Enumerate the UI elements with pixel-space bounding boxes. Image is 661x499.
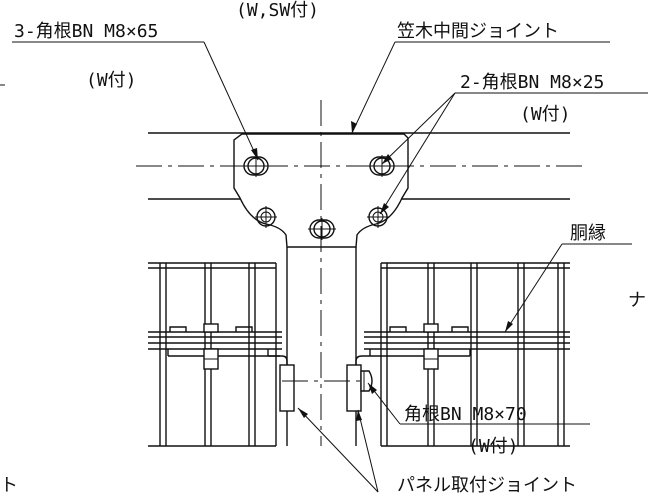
vertical-post	[286, 247, 357, 446]
label-bolt-3: 3-角根BN M8×65	[14, 21, 158, 42]
label-bolt-1: 角根BN M8×70	[404, 404, 527, 425]
bolt-hole-lower-left	[255, 206, 277, 228]
label-bolt-3-washer: (W付)	[86, 70, 137, 91]
bolt-hole-top-right	[369, 155, 395, 177]
label-panel-joint: パネル取付ジョイント	[397, 475, 577, 496]
label-bolt-2-washer: (W付)	[520, 104, 571, 125]
leader-lines	[0, 41, 648, 493]
right-mesh-panel	[355, 262, 570, 447]
label-bolt-2: 2-角根BN M8×25	[460, 72, 604, 93]
panel-joint-brackets	[279, 364, 373, 412]
label-handrail-joint: 笠木中間ジョイント	[397, 21, 559, 42]
label-bolt-1-washer: (W付)	[468, 436, 519, 457]
bolt-hole-top-left	[243, 155, 269, 177]
bolt-hole-lower-right	[367, 206, 389, 228]
label-doubuchi: 胴縁	[570, 223, 606, 244]
label-top-washer: (W,SW付)	[236, 0, 319, 21]
label-left-cut: ト	[0, 475, 18, 496]
left-mesh-panel	[148, 262, 288, 447]
bolt-hole-center	[308, 218, 336, 240]
label-ta: ナ	[628, 290, 646, 311]
